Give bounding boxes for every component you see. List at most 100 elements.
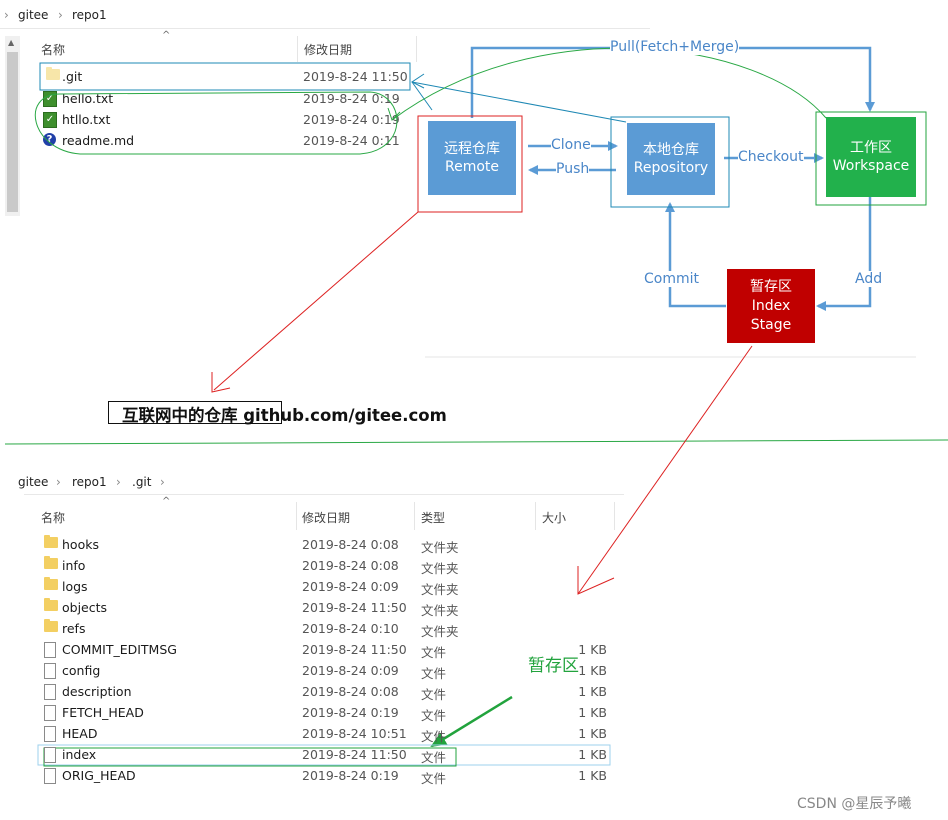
workspace-box: 工作区 Workspace [826, 117, 916, 197]
file-date: 2019-8-24 0:19 [302, 768, 399, 783]
column-header-modified[interactable]: 修改日期 [302, 511, 351, 525]
file-size: 1 KB [578, 768, 607, 783]
file-name: objects [62, 600, 108, 615]
file-type: 文件夹 [421, 603, 459, 618]
text-file-icon: ✓ [43, 112, 57, 128]
file-date: 2019-8-24 0:08 [302, 537, 399, 552]
folder-icon [44, 598, 58, 611]
file-size: 1 KB [578, 642, 607, 657]
file-type: 文件夹 [421, 582, 459, 597]
file-row[interactable]: .git 2019-8-24 11:50 [40, 67, 410, 87]
column-separator[interactable] [416, 36, 417, 62]
file-date: 2019-8-24 11:50 [303, 69, 408, 84]
file-date: 2019-8-24 0:10 [302, 621, 399, 636]
remote-label-cn: 远程仓库 [444, 141, 500, 157]
file-row[interactable]: ✓ htllo.txt 2019-8-24 0:19 [40, 110, 410, 130]
file-name: htllo.txt [62, 112, 111, 127]
checkout-label: Checkout [738, 149, 804, 165]
file-icon [44, 747, 56, 763]
file-name: COMMIT_EDITMSG [62, 642, 177, 657]
file-row[interactable]: ✓ hello.txt 2019-8-24 0:19 [40, 89, 410, 109]
breadcrumb-chevron-icon: › [56, 475, 61, 489]
file-type: 文件 [421, 729, 447, 744]
workspace-label-en: Workspace [832, 158, 910, 174]
selection-box-index [37, 744, 611, 766]
sort-chevron-icon: ^ [162, 496, 171, 507]
top-explorer: › gitee › repo1 ▲ 名称 ^ 修改日期 .git 2019-8-… [0, 0, 650, 220]
column-separator[interactable] [535, 502, 536, 530]
file-name: info [62, 558, 86, 573]
file-type: 文件 [421, 708, 447, 723]
clone-label: Clone [551, 137, 591, 153]
scroll-up-icon[interactable]: ▲ [8, 38, 15, 47]
annotation-stage-text: 暂存区 [528, 656, 579, 676]
file-date: 2019-8-24 11:50 [302, 747, 407, 762]
file-row[interactable]: ? readme.md 2019-8-24 0:11 [40, 131, 410, 151]
file-name: hello.txt [62, 91, 114, 106]
file-type: 文件 [421, 687, 447, 702]
commit-arrow [665, 202, 726, 308]
column-header-type[interactable]: 类型 [421, 511, 446, 525]
annotation-line-git-repository [411, 81, 627, 123]
remote-box: 远程仓库 Remote [428, 121, 516, 195]
repository-label-en: Repository [633, 160, 709, 176]
breadcrumb-item-gitee[interactable]: gitee [18, 8, 49, 22]
file-icon [44, 768, 56, 784]
column-separator[interactable] [414, 502, 415, 530]
file-icon [44, 726, 56, 742]
file-date: 2019-8-24 0:19 [302, 705, 399, 720]
stage-label-index: Index [751, 297, 791, 314]
breadcrumb-bar [24, 466, 624, 495]
annotation-arrow-stage [577, 345, 753, 595]
scroll-thumb[interactable] [7, 52, 18, 212]
file-size: 1 KB [578, 663, 607, 678]
column-separator[interactable] [614, 502, 615, 530]
annotation-remote-box [108, 401, 282, 424]
breadcrumb-item-gitee[interactable]: gitee [18, 475, 49, 489]
file-type: 文件 [421, 771, 447, 786]
file-name: logs [62, 579, 88, 594]
column-separator[interactable] [296, 502, 297, 530]
column-header-modified[interactable]: 修改日期 [304, 43, 353, 57]
scrollbar[interactable]: ▲ [5, 36, 20, 216]
file-icon [44, 642, 56, 658]
column-separator[interactable] [297, 36, 298, 62]
annotation-box-workspace [815, 111, 927, 206]
column-header-size[interactable]: 大小 [542, 511, 567, 525]
file-date: 2019-8-24 0:19 [303, 91, 400, 106]
column-header-name[interactable]: 名称 [41, 511, 66, 525]
file-icon [44, 684, 56, 700]
annotation-arrow-remote [213, 211, 419, 391]
annotation-box-remote [417, 115, 523, 213]
workspace-label-cn: 工作区 [850, 140, 892, 156]
file-name: FETCH_HEAD [62, 705, 144, 720]
annotation-box-repository [610, 116, 730, 208]
file-name: readme.md [62, 133, 135, 148]
file-row[interactable]: objects 2019-8-24 11:50 文件夹 [40, 598, 615, 618]
breadcrumb-item-repo1[interactable]: repo1 [72, 475, 107, 489]
stage-label-stage: Stage [750, 316, 792, 333]
file-date: 2019-8-24 11:50 [302, 600, 407, 615]
file-name: .git [62, 69, 83, 84]
breadcrumb-item-repo1[interactable]: repo1 [72, 8, 107, 22]
remote-label-en: Remote [444, 159, 500, 175]
column-header-name[interactable]: 名称 [41, 43, 66, 57]
annotation-ellipse-files [34, 91, 398, 155]
file-type: 文件 [421, 666, 447, 681]
breadcrumb-item-git[interactable]: .git [132, 475, 152, 489]
file-date: 2019-8-24 0:11 [303, 133, 400, 148]
commit-label: Commit [644, 271, 699, 287]
folder-icon [44, 577, 58, 590]
breadcrumb-chevron-icon: › [4, 8, 9, 22]
